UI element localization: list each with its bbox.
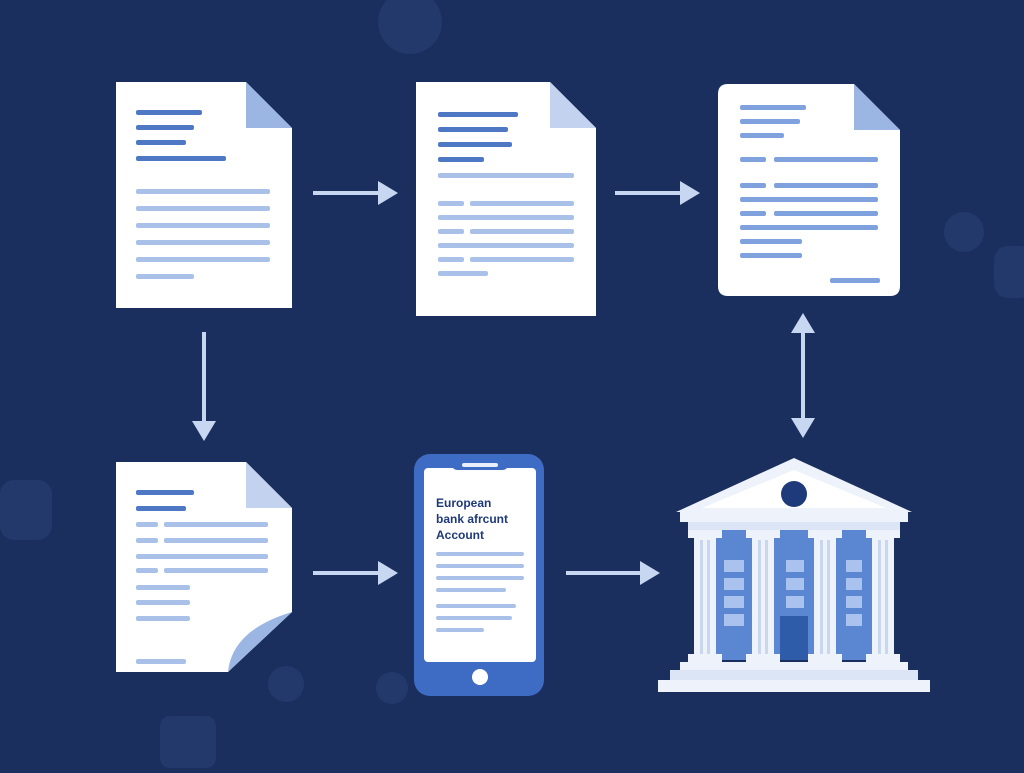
document-4-icon: [116, 462, 292, 672]
arrow-1-right-icon: [313, 181, 398, 205]
arrow-4-right-icon: [313, 561, 398, 585]
phone-title-line-3: Account: [436, 528, 484, 542]
document-1-icon: [116, 82, 292, 308]
arrow-3-down-icon: [192, 332, 216, 441]
phone-title-line-2: bank afrcunt: [436, 512, 509, 526]
bank-building-icon: [658, 458, 930, 692]
arrow-2-right-icon: [615, 181, 700, 205]
arrow-5-right-icon: [566, 561, 660, 585]
document-3-icon: [718, 84, 900, 296]
document-2-icon: [416, 82, 596, 316]
arrow-6-updown-icon: [791, 313, 815, 438]
smartphone-icon: [414, 454, 544, 696]
phone-title-line-1: European: [436, 496, 492, 510]
